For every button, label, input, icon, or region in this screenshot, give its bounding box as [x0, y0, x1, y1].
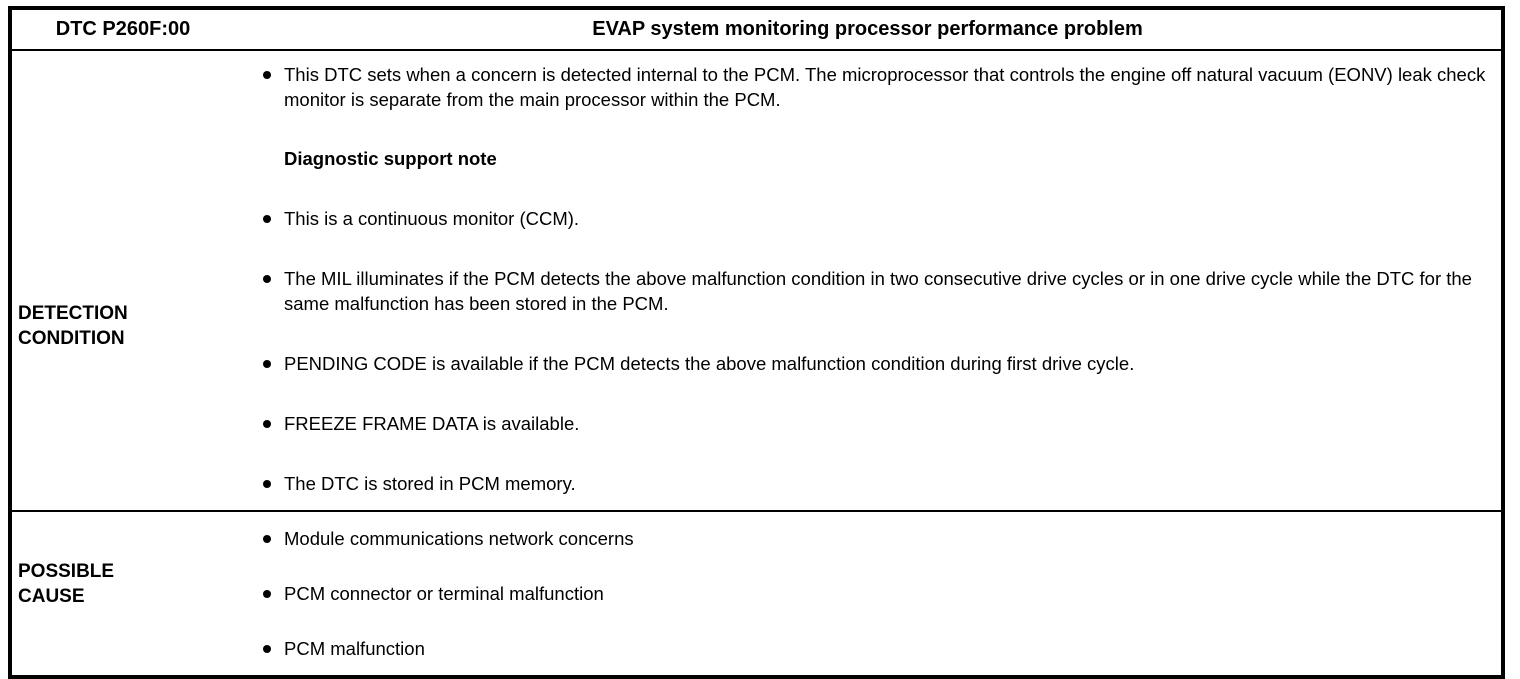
possible-cause-label-line1: POSSIBLE	[18, 561, 115, 582]
possible-cause-row: POSSIBLE CAUSE Module communications net…	[10, 511, 1503, 677]
possible-cause-label-line2: CAUSE	[18, 586, 85, 608]
dtc-title-cell: EVAP system monitoring processor perform…	[234, 8, 1503, 51]
list-item: The DTC is stored in PCM memory.	[234, 471, 1501, 496]
list-item: This DTC sets when a concern is detected…	[234, 62, 1501, 112]
detection-body-spacer	[234, 496, 1501, 510]
possible-cause-label: POSSIBLE CAUSE	[18, 559, 228, 610]
list-item: PENDING CODE is available if the PCM det…	[234, 351, 1501, 376]
list-item: Module communications network concerns	[234, 526, 1501, 551]
dtc-code-cell: DTC P260F:00	[10, 8, 234, 51]
diagnostic-support-note-heading: Diagnostic support note	[284, 148, 497, 169]
detection-condition-bullet-list: This DTC sets when a concern is detected…	[234, 62, 1501, 496]
list-item: PCM malfunction	[234, 636, 1501, 661]
detection-condition-row: DETECTION CONDITION This DTC sets when a…	[10, 50, 1503, 512]
detection-condition-body-cell: This DTC sets when a concern is detected…	[234, 50, 1503, 512]
detection-condition-label-line2: CONDITION	[18, 328, 125, 350]
detection-condition-label: DETECTION CONDITION	[18, 301, 228, 352]
possible-cause-label-cell: POSSIBLE CAUSE	[10, 511, 234, 677]
list-item: PCM connector or terminal malfunction	[234, 581, 1501, 606]
possible-cause-body-spacer	[234, 661, 1501, 675]
table-header-row: DTC P260F:00 EVAP system monitoring proc…	[10, 8, 1503, 51]
dtc-information-table: DTC P260F:00 EVAP system monitoring proc…	[8, 6, 1505, 679]
possible-cause-body-cell: Module communications network concerns P…	[234, 511, 1503, 677]
detection-condition-label-line1: DETECTION	[18, 303, 128, 324]
list-item: FREEZE FRAME DATA is available.	[234, 411, 1501, 436]
possible-cause-bullet-list: Module communications network concerns P…	[234, 526, 1501, 661]
list-item: This is a continuous monitor (CCM).	[234, 206, 1501, 231]
list-item: The MIL illuminates if the PCM detects t…	[234, 266, 1501, 316]
detection-condition-label-cell: DETECTION CONDITION	[10, 50, 234, 512]
